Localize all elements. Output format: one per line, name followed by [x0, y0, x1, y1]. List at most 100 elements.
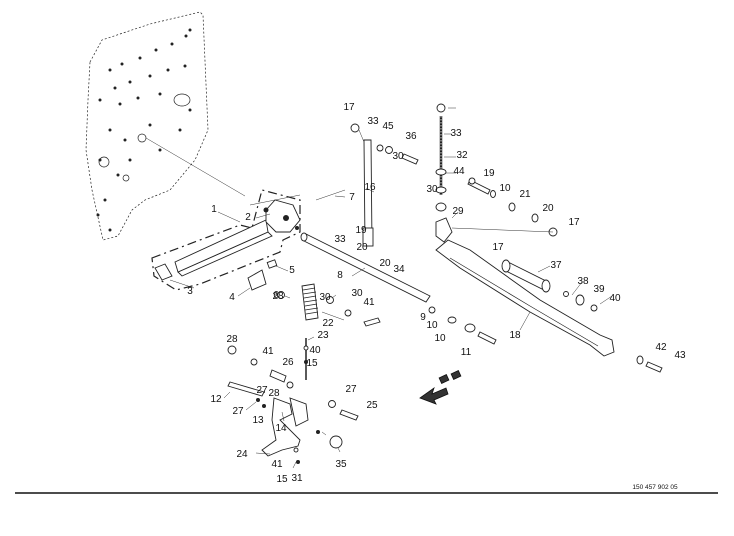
callout-15: 15 — [276, 474, 288, 485]
callout-43: 43 — [674, 350, 686, 361]
bolt-42 — [645, 361, 663, 373]
callout-30: 30 — [426, 184, 438, 195]
washer-9 — [447, 316, 457, 324]
callout-19: 19 — [483, 168, 495, 179]
clip-5 — [266, 259, 278, 269]
callout-6: 6 — [273, 290, 279, 301]
bolt-25 — [339, 409, 359, 421]
callout-41: 41 — [262, 346, 274, 357]
upper-fasteners — [451, 177, 558, 237]
callout-40: 40 — [309, 345, 321, 356]
callout-24: 24 — [236, 449, 248, 460]
nut-28a — [277, 291, 285, 299]
callout-5: 5 — [289, 265, 295, 276]
callout-20: 20 — [542, 203, 554, 214]
shaft-7 — [300, 232, 431, 303]
rod-16 — [350, 123, 419, 247]
callout-28: 28 — [268, 388, 280, 399]
callout-4: 4 — [229, 292, 235, 303]
bushing-26 — [269, 369, 287, 383]
spring-22 — [301, 283, 319, 321]
document-number: 150 457 902 05 — [632, 484, 678, 491]
callout-13: 13 — [252, 415, 264, 426]
arm-18 — [435, 239, 615, 357]
roller-36 — [501, 259, 598, 312]
callout-44: 44 — [453, 166, 465, 177]
callout-3: 3 — [187, 286, 193, 297]
bushing-10 — [464, 323, 476, 333]
washer-41a — [344, 309, 352, 317]
lever-24 — [227, 381, 309, 457]
washer-27c — [328, 400, 336, 408]
callout-37: 37 — [550, 260, 562, 271]
callout-31: 31 — [291, 473, 303, 484]
pin-30d — [316, 430, 320, 434]
callout-8: 8 — [337, 270, 343, 281]
callout-18: 18 — [509, 330, 521, 341]
callout-27: 27 — [256, 385, 268, 396]
callout-22: 22 — [322, 318, 334, 329]
side-panel — [85, 11, 246, 241]
callout-30: 30 — [319, 292, 331, 303]
pin-15a — [304, 360, 308, 364]
callout-10: 10 — [426, 320, 438, 331]
callout-20: 20 — [356, 242, 368, 253]
nut-30c — [326, 296, 334, 304]
callout-10: 10 — [499, 183, 511, 194]
callout-42: 42 — [655, 342, 667, 353]
callout-17: 17 — [343, 102, 355, 113]
callout-7: 7 — [349, 192, 355, 203]
washer-41b — [636, 355, 644, 365]
nut-8 — [428, 306, 436, 314]
small-plate — [247, 269, 267, 291]
callout-25: 25 — [366, 400, 378, 411]
callout-33: 33 — [367, 116, 379, 127]
callout-12: 12 — [210, 394, 222, 405]
callout-41: 41 — [271, 459, 283, 470]
callout-28: 28 — [226, 334, 238, 345]
callout-38: 38 — [577, 276, 589, 287]
callout-34: 34 — [393, 264, 405, 275]
callout-32: 32 — [456, 150, 468, 161]
callout-10: 10 — [434, 333, 446, 344]
callout-41: 41 — [363, 297, 375, 308]
rail-bracket — [154, 199, 301, 281]
adjuster-assembly — [435, 103, 453, 243]
callout-15: 15 — [306, 358, 318, 369]
callout-28: 28 — [272, 291, 284, 302]
callout-labels: 1234567891010101112131415151617171718191… — [187, 102, 686, 485]
direction-arrow-icon — [419, 370, 462, 405]
callout-19: 19 — [355, 225, 367, 236]
callout-9: 9 — [420, 312, 426, 323]
assembly-group-outline — [151, 189, 301, 291]
callout-30: 30 — [392, 151, 404, 162]
washer-40a — [303, 345, 309, 351]
callout-35: 35 — [335, 459, 347, 470]
washer-27a — [286, 381, 294, 389]
callout-45: 45 — [382, 121, 394, 132]
callout-17: 17 — [568, 217, 580, 228]
callout-1: 1 — [211, 204, 217, 215]
nut-28b — [227, 345, 237, 355]
callout-30: 30 — [351, 288, 363, 299]
callout-40: 40 — [609, 293, 621, 304]
leader-lines — [169, 107, 613, 469]
callout-11: 11 — [461, 347, 472, 358]
callout-20: 20 — [379, 258, 391, 269]
washer-41c — [250, 358, 258, 366]
callout-39: 39 — [593, 284, 605, 295]
callout-26: 26 — [282, 357, 294, 368]
callout-27: 27 — [232, 406, 244, 417]
bolt-44 — [363, 317, 381, 327]
bolt-11 — [477, 331, 497, 345]
callout-33: 33 — [450, 128, 462, 139]
callout-29: 29 — [452, 206, 464, 217]
callout-21: 21 — [519, 189, 531, 200]
washer-40b — [293, 447, 299, 453]
callout-33: 33 — [334, 234, 346, 245]
pin-15b — [296, 460, 300, 464]
callout-27: 27 — [345, 384, 357, 395]
callout-14: 14 — [275, 423, 287, 434]
